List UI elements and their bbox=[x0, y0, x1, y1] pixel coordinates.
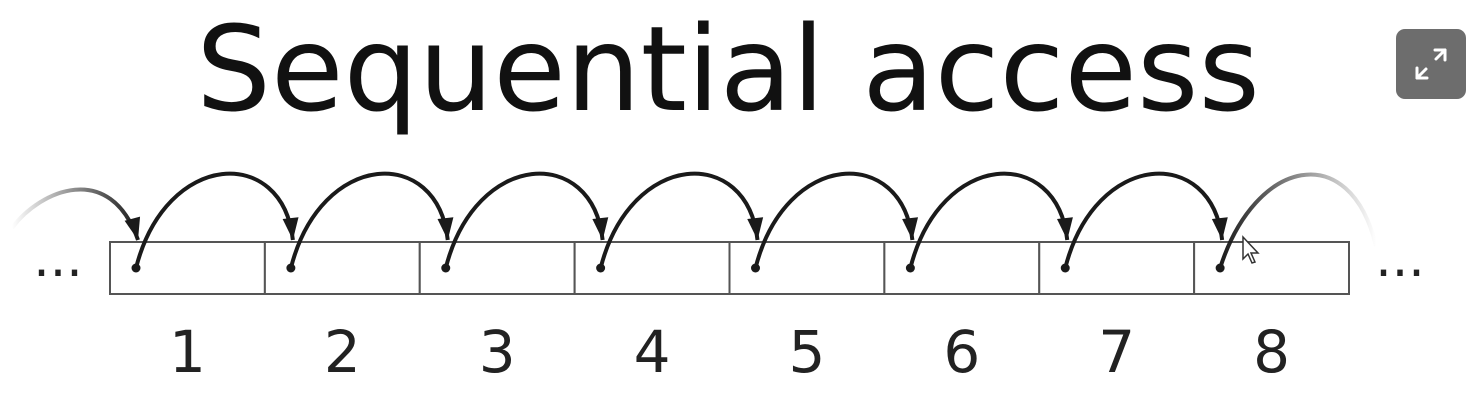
incoming-arrow-head bbox=[124, 216, 141, 240]
access-arrow-head bbox=[747, 217, 764, 240]
cell-label: 8 bbox=[1253, 318, 1290, 386]
outgoing-arrow bbox=[1218, 172, 1378, 269]
cell-label: 5 bbox=[788, 318, 825, 386]
memory-cell bbox=[883, 241, 1041, 295]
access-arrow-head bbox=[437, 217, 454, 240]
ellipsis-left: ... bbox=[33, 229, 83, 289]
diagram-title: Sequential access bbox=[196, 0, 1260, 138]
access-arrow bbox=[908, 171, 1070, 269]
cell-label: 6 bbox=[943, 318, 980, 386]
access-arrow-head bbox=[282, 217, 299, 240]
access-arrow-head bbox=[902, 217, 919, 240]
cursor-icon bbox=[1242, 235, 1260, 264]
access-arrow-head bbox=[1056, 217, 1073, 240]
access-arrow-head bbox=[1211, 217, 1228, 240]
ellipsis-right: ... bbox=[1375, 229, 1425, 289]
access-arrow-head bbox=[592, 217, 609, 240]
access-arrows bbox=[10, 171, 1378, 273]
cell-label: 4 bbox=[634, 318, 671, 386]
access-arrow bbox=[1063, 171, 1225, 269]
cell-label: 1 bbox=[169, 318, 206, 386]
access-arrow bbox=[598, 171, 760, 269]
expand-icon bbox=[1415, 48, 1447, 80]
cell-label: 3 bbox=[479, 318, 516, 386]
expand-button[interactable] bbox=[1396, 29, 1466, 99]
access-arrow bbox=[134, 171, 295, 269]
cell-label: 7 bbox=[1098, 318, 1135, 386]
incoming-arrow bbox=[10, 187, 140, 241]
access-arrow bbox=[288, 171, 450, 269]
access-arrow bbox=[443, 171, 605, 269]
cell-labels: 1 2 3 4 5 6 7 8 bbox=[169, 318, 1290, 386]
cell-label: 2 bbox=[324, 318, 361, 386]
access-arrow bbox=[753, 171, 915, 269]
